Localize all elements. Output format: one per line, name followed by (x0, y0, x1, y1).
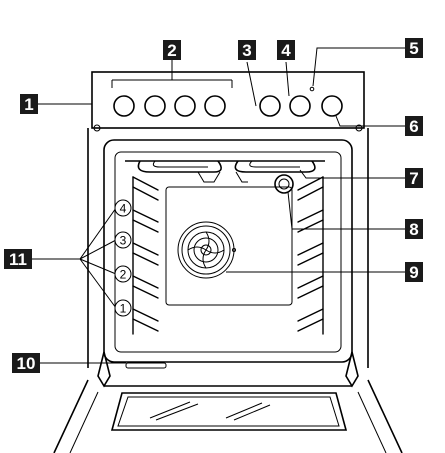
oven-door (54, 380, 402, 453)
hob-knob-1 (114, 96, 134, 116)
callout-2: 2 (163, 40, 181, 60)
callout-5-label: 5 (409, 39, 418, 58)
hob-knob-3 (175, 96, 195, 116)
oven-body-sides (88, 128, 368, 368)
callout-4: 4 (277, 40, 295, 60)
callout-5: 5 (405, 38, 423, 58)
back-panel (166, 187, 292, 305)
right-shelf-supports (298, 177, 323, 334)
hob-knob-4 (205, 96, 225, 116)
shelf-level-3-label: 3 (120, 234, 127, 248)
callout-8-label: 8 (409, 220, 418, 239)
callout-2-label: 2 (167, 41, 176, 60)
callout-3-label: 3 (242, 41, 251, 60)
extra-knob (322, 96, 342, 116)
shelf-level-4-label: 4 (120, 202, 127, 216)
callout-6: 6 (405, 116, 423, 136)
shelf-level-1-label: 1 (120, 302, 127, 316)
callout-7-label: 7 (409, 169, 418, 188)
indicator-light (310, 87, 314, 91)
callout-10-label: 10 (17, 354, 36, 373)
callout-10: 10 (12, 353, 40, 373)
callout-4-label: 4 (281, 41, 291, 60)
callout-11: 11 (4, 249, 32, 269)
fan (178, 222, 236, 278)
ventilation-slot (126, 363, 166, 368)
oven-cavity-inner (115, 152, 341, 352)
callout-3: 3 (238, 40, 256, 60)
left-shelf-supports (133, 177, 158, 334)
callout-6-label: 6 (409, 117, 418, 136)
callout-9: 9 (405, 262, 423, 282)
callout-11-label: 11 (9, 250, 27, 269)
hinge-left (98, 352, 110, 386)
shelf-level-markers: 4 3 2 1 (115, 200, 131, 316)
callout-8: 8 (405, 219, 423, 239)
oven-cavity (104, 140, 352, 362)
oven-function-knob (260, 96, 280, 116)
callout-1: 1 (20, 94, 38, 114)
grill-element (125, 161, 325, 182)
oven-lamp (275, 175, 293, 193)
hinge-right (346, 352, 358, 386)
door-window (112, 393, 346, 430)
callout-7: 7 (405, 168, 423, 188)
shelf-level-2-label: 2 (120, 268, 127, 282)
callout-9-label: 9 (409, 263, 418, 282)
temperature-knob (290, 96, 310, 116)
callout-1-label: 1 (24, 95, 33, 114)
hob-knob-2 (145, 96, 165, 116)
